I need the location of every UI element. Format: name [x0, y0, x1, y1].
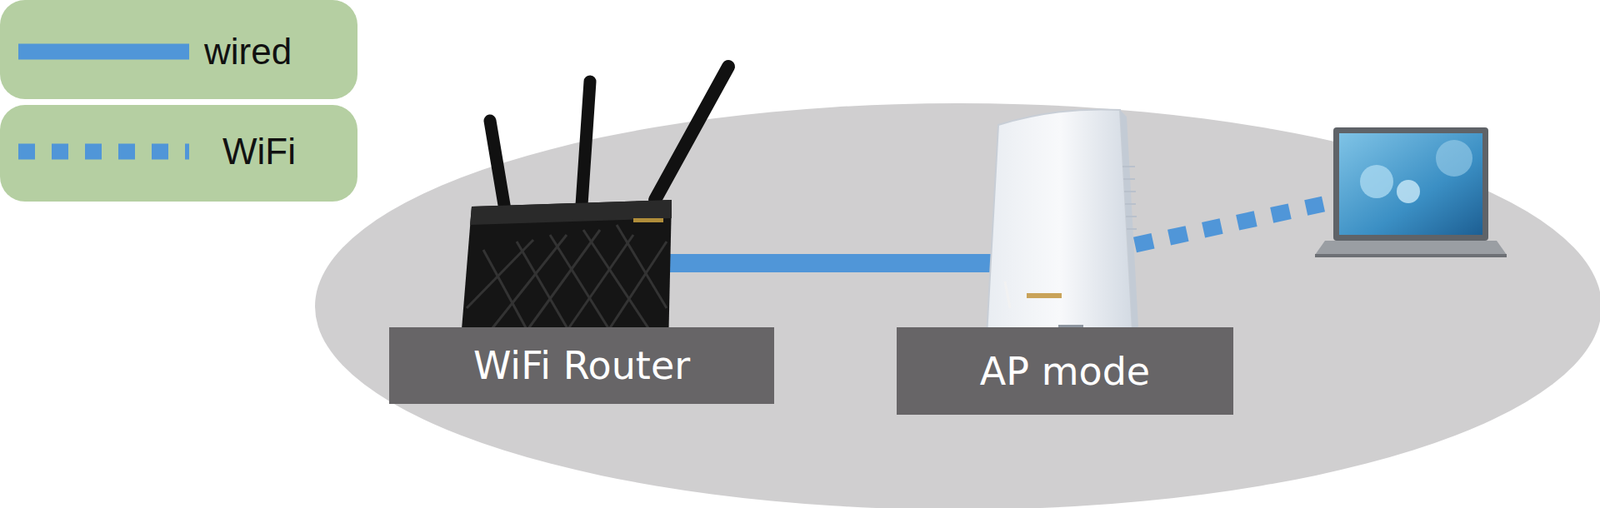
laptop-illustration	[1315, 127, 1507, 258]
wifi-link	[1135, 204, 1324, 245]
label-bar: AP mode	[896, 327, 1234, 415]
legend-label: wired	[204, 33, 292, 70]
legend-box	[0, 105, 358, 202]
wired-stub	[666, 254, 775, 273]
legend-box	[0, 0, 358, 100]
device-node: WiFi Router	[389, 50, 775, 405]
router-illustration	[460, 66, 729, 350]
legend-wired-sample	[18, 44, 190, 60]
device-node: AP mode	[896, 100, 1234, 415]
area-ellipse	[315, 103, 1600, 508]
ap-device-illustration	[986, 109, 1139, 340]
legend-label: WiFi	[222, 133, 296, 170]
wired-stub	[895, 254, 1005, 273]
wired-connector	[774, 254, 897, 273]
label-bar: WiFi Router	[389, 327, 775, 405]
legend-wifi-sample	[18, 144, 190, 160]
device-label: WiFi Router	[473, 343, 690, 389]
device-label: AP mode	[980, 349, 1150, 395]
